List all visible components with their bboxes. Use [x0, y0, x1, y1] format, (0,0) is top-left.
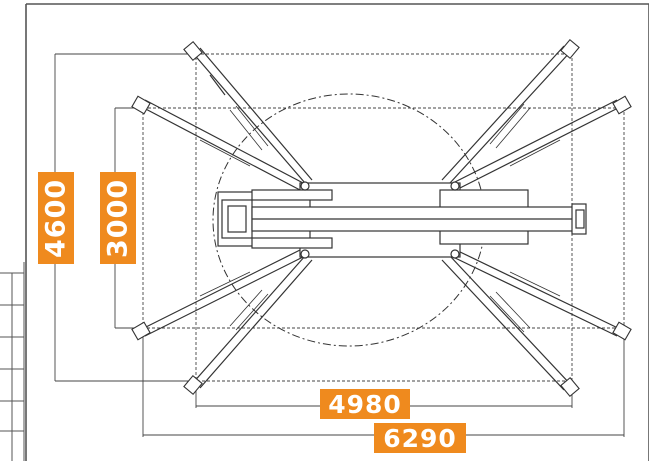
footprint-outer-rectangle [195, 53, 573, 382]
footprint-inner-rectangle [142, 107, 625, 329]
outrigger-cylinders [199, 103, 561, 333]
dimension-label-4980: 4980 [320, 389, 410, 419]
sheet-frame [25, 3, 649, 461]
dimension-label-3000: 3000 [100, 172, 136, 264]
outrigger-arms [139, 45, 623, 391]
dimension-label-6290: 6290 [374, 423, 466, 453]
crane-boom [251, 203, 587, 235]
dimension-label-4600: 4600 [38, 172, 74, 264]
outrigger-pads [131, 39, 632, 397]
title-block-table [0, 262, 25, 461]
